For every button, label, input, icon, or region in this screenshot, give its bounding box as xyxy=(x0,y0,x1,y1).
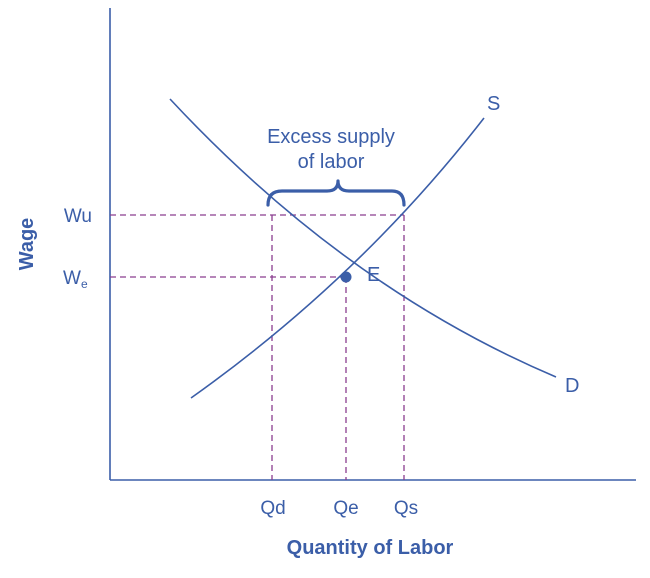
excess-supply-brace xyxy=(266,179,406,207)
x-axis-title: Quantity of Labor xyxy=(287,537,454,559)
annotation-line-2: of labor xyxy=(298,151,365,173)
x-tick-qe: Qe xyxy=(333,498,358,519)
y-tick-we-subscript: e xyxy=(81,277,88,291)
equilibrium-label: E xyxy=(367,264,380,286)
demand-curve-label: D xyxy=(565,375,579,397)
annotation-line-1: Excess supply xyxy=(267,126,395,148)
supply-curve-label: S xyxy=(487,93,500,115)
y-axis-title: Wage xyxy=(16,218,38,271)
y-tick-we: We xyxy=(63,268,88,291)
y-tick-wu: Wu xyxy=(64,206,92,227)
supply-curve xyxy=(190,117,485,399)
x-tick-qs: Qs xyxy=(394,498,418,519)
y-tick-we-main: W xyxy=(63,268,81,289)
equilibrium-point xyxy=(340,271,352,283)
x-tick-qd: Qd xyxy=(260,498,285,519)
